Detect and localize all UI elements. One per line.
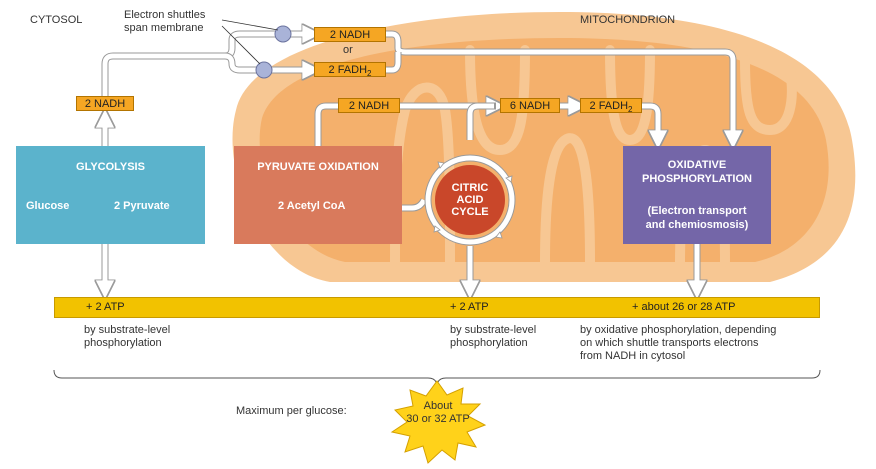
oxidative-phosphorylation-subtitle: (Electron transport and chemiosmosis) <box>645 205 749 231</box>
tag-nadh-pyruvate: 2 NADH <box>338 98 400 113</box>
tag-nadh-shuttle: 2 NADH <box>314 27 386 42</box>
oxidative-phosphorylation-box: OXIDATIVE PHOSPHORYLATION (Electron tran… <box>623 146 771 244</box>
tag-fadh2-shuttle-main: 2 FADH <box>328 64 368 76</box>
tag-fadh2-citric-main: 2 FADH <box>589 100 629 112</box>
shuttle-pointer-lines <box>221 19 279 65</box>
tag-nadh-citric: 6 NADH <box>500 98 560 113</box>
shuttle-label: Electron shuttles span membrane <box>124 9 206 34</box>
atp-band <box>54 297 820 318</box>
glucose-label: Glucose <box>26 200 70 212</box>
or-label: or <box>343 44 353 56</box>
atp-glycolysis: + 2 ATP <box>86 301 125 313</box>
atp-oxidative: + about 26 or 28 ATP <box>632 301 736 313</box>
arrow-nadh-to-shuttles <box>101 52 225 96</box>
maximum-label: Maximum per glucose: <box>236 405 347 417</box>
pyruvate-oxidation-title: PYRUVATE OXIDATION <box>257 161 379 173</box>
mitochondrion-label: MITOCHONDRION <box>580 14 676 26</box>
pyruvate-label: 2 Pyruvate <box>114 200 170 212</box>
note-glycolysis: by substrate-level phosphorylation <box>84 324 171 349</box>
citric-acid-cycle-title: CITRIC ACID CYCLE <box>451 182 489 218</box>
maximum-value: About 30 or 32 ATP <box>406 400 470 425</box>
acetyl-coa-label: 2 Acetyl CoA <box>278 200 346 212</box>
atp-citric: + 2 ATP <box>450 301 489 313</box>
pathway-arrows <box>105 34 733 290</box>
cytosol-label: CYTOSOL <box>30 14 83 26</box>
glycolysis-title: GLYCOLYSIS <box>76 161 145 173</box>
shuttle-circle-top <box>274 25 292 43</box>
glycolysis-box: GLYCOLYSIS Glucose 2 Pyruvate <box>16 146 205 244</box>
tag-fadh2-citric-sub: 2 <box>628 105 633 115</box>
shuttle-circle-bottom <box>255 61 273 79</box>
citric-acid-cycle-graphic <box>424 154 516 246</box>
pyruvate-oxidation-box: PYRUVATE OXIDATION 2 Acetyl CoA <box>234 146 402 244</box>
tag-fadh2-shuttle: 2 FADH2 <box>314 62 386 79</box>
note-oxidative: by oxidative phosphorylation, depending … <box>580 324 777 362</box>
tag-nadh-glycolysis: 2 NADH <box>76 96 134 111</box>
max-atp-starburst <box>390 380 487 464</box>
oxidative-phosphorylation-title: OXIDATIVE PHOSPHORYLATION <box>641 159 752 185</box>
tag-fadh2-shuttle-sub: 2 <box>367 69 372 79</box>
note-citric: by substrate-level phosphorylation <box>450 324 537 349</box>
tag-fadh2-citric: 2 FADH2 <box>580 98 642 115</box>
